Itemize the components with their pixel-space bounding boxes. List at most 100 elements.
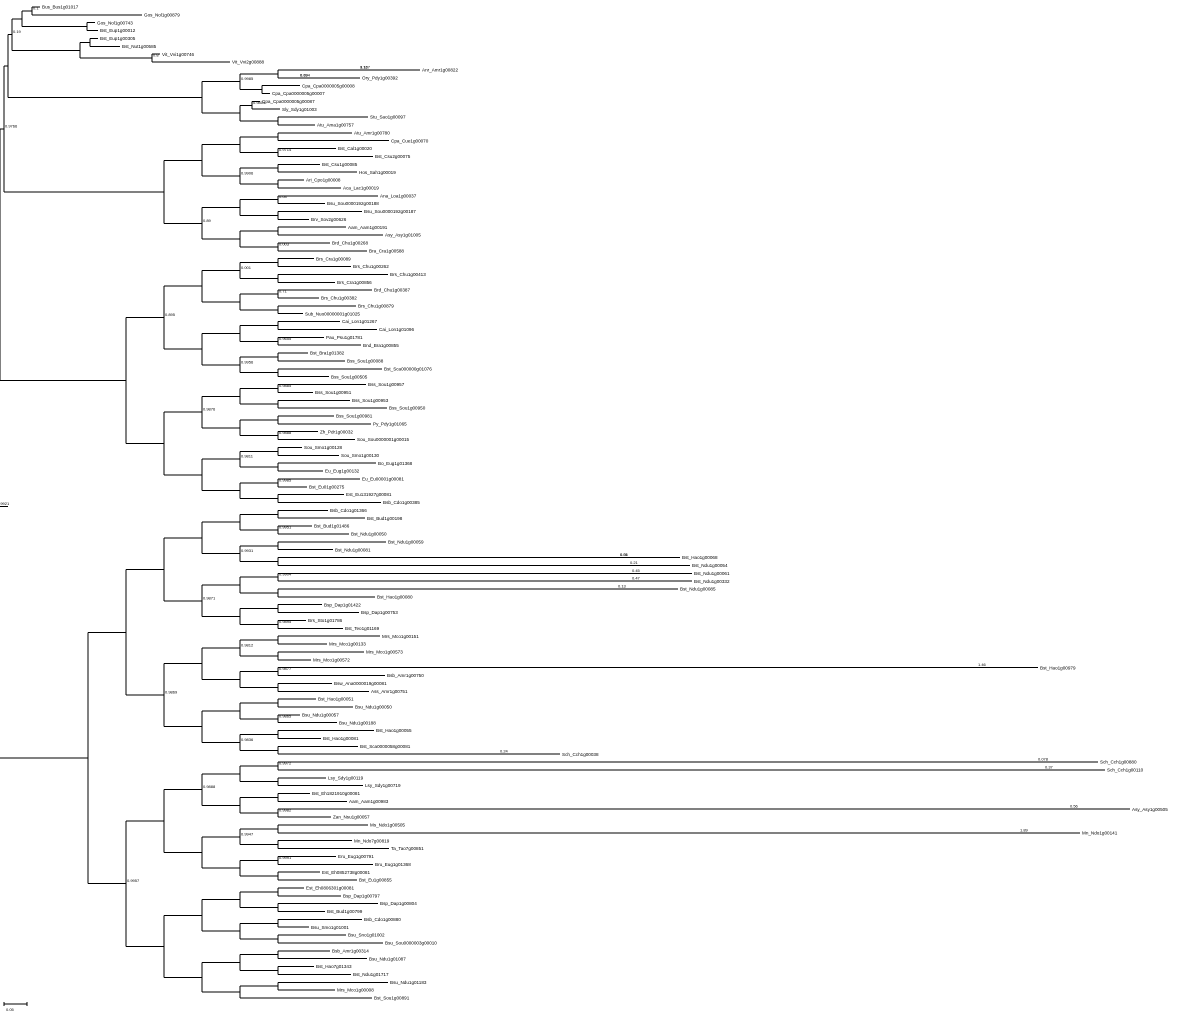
support-value: 0.04	[279, 194, 288, 199]
leaf-label: Mrs_Mco1g00133	[329, 642, 366, 647]
leaf-label: Bst_Sca000000g01076	[384, 366, 432, 371]
support-value: 0.9714	[279, 147, 292, 152]
leaf-label: Bss_Sou1g00953	[352, 398, 389, 403]
leaf-label: Gos_Nol1g00743	[97, 20, 133, 25]
leaf-label: Bnd_Bra1g00855	[363, 343, 399, 348]
leaf-label: Bra_Cra1g00588	[369, 248, 404, 253]
support-value: 0.9931	[241, 548, 254, 553]
branch-length: 0.094	[300, 72, 311, 77]
leaf-label: Sou_Smo1g00128	[304, 445, 343, 450]
leaf-label: Ms_Ndo1g00505	[370, 823, 405, 828]
leaf-label: Sly_Sdy1g01003	[282, 107, 317, 112]
leaf-label: Bst_Ndu1g00050	[351, 532, 387, 537]
leaf-label: Brs_Chu1g00413	[390, 272, 426, 277]
support-value: 0.9836	[241, 737, 254, 742]
leaf-label: Bss_Sou1g00088	[347, 359, 384, 364]
leaf-label: Bst_Bud1g00198	[367, 516, 403, 521]
leaf-label: Mrs_Mco1g00572	[313, 657, 350, 662]
leaf-label: Ta_Tao7g00851	[391, 846, 424, 851]
leaf-label: Bst_Ndu1g00061	[694, 571, 730, 576]
leaf-label: Bsu_Ndu1g01087	[369, 956, 406, 961]
leaf-label: Est_Eu131927g00081	[346, 492, 392, 497]
scale-bar-label: 0.05	[6, 1007, 15, 1012]
leaf-label: Bst_Ndu1g00059	[388, 539, 424, 544]
support-value: 0.9982	[279, 808, 292, 813]
support-value: 0.9811	[241, 454, 254, 459]
leaf-label: Bsb_Cdo1g01366	[330, 508, 367, 513]
leaf-label: Bss_Sou1g00981	[336, 414, 373, 419]
leaf-label: Sub_Nuo00000001g01025	[305, 311, 360, 316]
leaf-label: Bst_Teo1g01169	[345, 626, 380, 631]
support-value: 0.9655	[279, 336, 292, 341]
leaf-label: Eu_Eu00001g00081	[362, 477, 404, 482]
leaf-label: Bru_Eug1g01368	[375, 862, 411, 867]
branch-length: 1.89	[1020, 827, 1029, 832]
leaf-label: Bsu_Sou0000192g00188	[327, 201, 379, 206]
leaf-label: Bst_Eup1g00305	[100, 36, 136, 41]
leaf-label: Eu_Eug1g00132	[325, 469, 360, 474]
leaf-label: Bst_Hao1g00080	[377, 594, 413, 599]
leaf-label: Bst_Hao1g00979	[1040, 665, 1076, 670]
leaf-label: Stu_Sao1g00097	[370, 115, 406, 120]
leaf-label: Bsu_Sou0000003g00010	[385, 941, 437, 946]
leaf-label: Sch_Cch1g00110	[1107, 768, 1144, 773]
branch-length: 0.13	[618, 584, 627, 589]
support-value: 0.9876	[203, 407, 216, 412]
leaf-label: Brs_Cra1g00089	[316, 256, 351, 261]
leaf-label: Pau_Psu1g01781	[326, 335, 363, 340]
leaf-label: Bss_Sou1g00505	[331, 374, 368, 379]
leaf-label: Aam_Aam1g00191	[348, 225, 388, 230]
support-value: 0.9921	[0, 501, 10, 506]
support-value: 0.71	[279, 289, 288, 294]
support-value: 0.9985	[279, 477, 292, 482]
branch-length: 0.56	[1070, 804, 1079, 809]
support-value: 0.9957	[127, 878, 140, 883]
leaf-label: Ari_Cpo1g00008	[306, 178, 341, 183]
leaf-label: Ass_Amr1g00751	[371, 689, 408, 694]
support-value: 0.9766	[5, 123, 18, 128]
support-value: 0.9895	[279, 619, 292, 624]
leaf-label: Sou_Sou0000001g00015	[357, 437, 410, 442]
leaf-label: Asy_Asy1g00505	[1132, 807, 1168, 812]
leaf-label: Bsu_Ndu1g00050	[355, 705, 392, 710]
leaf-label: Bst_Hao1g00055	[376, 728, 412, 733]
leaf-label: Brv_Sov2g00626	[311, 217, 347, 222]
leaf-label: Bsu_Smo1g01001	[311, 925, 349, 930]
support-value: 0.001	[241, 265, 252, 270]
leaf-label: Atu_Ama1g00757	[317, 123, 354, 128]
leaf-label: Bst_Bud1g01486	[314, 524, 350, 529]
support-value: 0.9804	[253, 100, 266, 105]
leaf-label: Zan_Nsu1g00057	[333, 815, 370, 820]
support-value: 0.003	[279, 241, 290, 246]
leaf-label: Brs_Sto1g01786	[308, 618, 343, 623]
branch-length: 0.078	[1038, 757, 1049, 762]
leaf-label: Brs_Cra1g00856	[337, 280, 372, 285]
support-value: 0.9885	[279, 383, 292, 388]
branch-length: 0.167	[360, 64, 371, 69]
branch-length: 1.46	[978, 662, 987, 667]
leaf-label: Brd_Chu1g00387	[374, 288, 410, 293]
leaf-label: Bst_Hao1g00051	[318, 697, 354, 702]
support-value: 0.1	[33, 5, 39, 10]
leaf-label: Mn_Ndo1g00141	[1082, 830, 1118, 835]
leaf-label: Brs_Chu1g00382	[321, 296, 357, 301]
branch-length: 0.45	[632, 568, 641, 573]
leaf-label: Bst_Sou1g00891	[374, 996, 410, 1001]
branch-length-labels: 0.1670.0940.050.210.450.470.131.460.240.…	[300, 64, 1079, 832]
leaf-label: Bsb_Cdo1g00880	[364, 917, 401, 922]
support-value: 0.9991	[279, 855, 292, 860]
support-value: 0.9888	[279, 430, 292, 435]
support-labels: 0.10.190.80.99850.98040.97660.97140.9906…	[0, 5, 292, 883]
leaf-label: Zh_Pdr1g00032	[320, 429, 353, 434]
leaf-label: Brs_Chu1g00262	[353, 264, 389, 269]
leaf-label: Bst_Bud1g00799	[327, 909, 363, 914]
leaf-label: Aca_Lac1g00019	[343, 185, 379, 190]
support-value: 0.19	[13, 29, 22, 34]
support-value: 0.9985	[241, 76, 254, 81]
branch-length: 0.47	[632, 576, 641, 581]
leaf-label: Sch_Cch1g00038	[562, 752, 599, 757]
support-value: 0.9812	[241, 643, 254, 648]
leaf-label: Bst_Csu1g00085	[322, 162, 358, 167]
leaf-label: Bst_Eu01g00275	[309, 484, 345, 489]
